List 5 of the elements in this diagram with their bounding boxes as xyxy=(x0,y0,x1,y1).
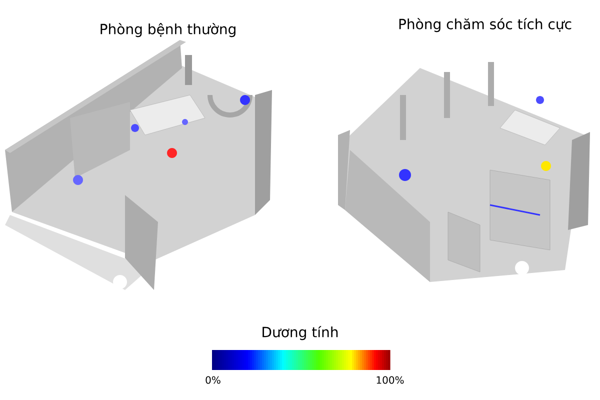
scale-title: Dương tính xyxy=(262,326,338,340)
panel-title: Phòng chăm sóc tích cực xyxy=(399,18,572,32)
scale-label: 100% xyxy=(376,376,404,384)
scale-label: 0% xyxy=(206,376,220,384)
panel-title: Phòng bệnh thường xyxy=(100,22,236,38)
